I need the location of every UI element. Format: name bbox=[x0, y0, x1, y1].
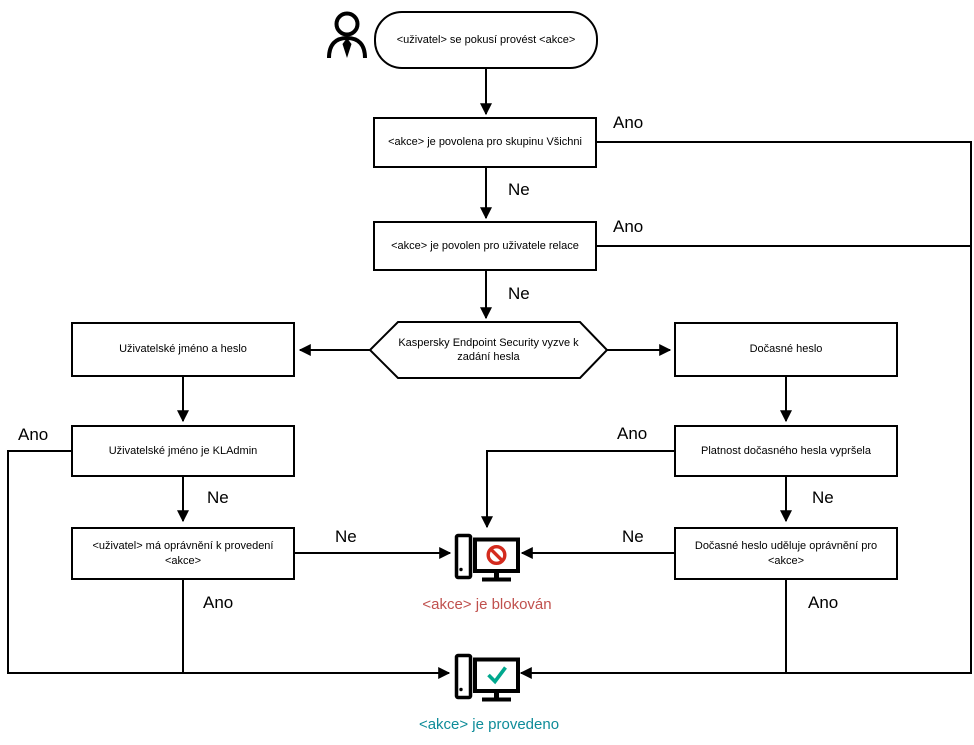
label-yes-kladmin: Ano bbox=[18, 425, 49, 444]
node-temp-password-expired: Platnost dočasného hesla vypršela bbox=[674, 425, 898, 477]
computer-check-icon bbox=[454, 653, 520, 702]
node-temporary-password: Dočasné heslo bbox=[674, 322, 898, 377]
start-terminator-shape bbox=[374, 11, 598, 69]
label-no-grants: Ne bbox=[622, 527, 644, 546]
label-no-allowed-group: Ne bbox=[508, 180, 530, 199]
label-no-allowed-session: Ne bbox=[508, 284, 530, 303]
computer-blocked-icon bbox=[454, 533, 520, 582]
label-yes-allowed-group: Ano bbox=[613, 113, 644, 132]
label-no-expired: Ne bbox=[812, 488, 834, 507]
connector-expired-yes bbox=[481, 450, 674, 529]
node-user-has-permission: <uživatel> má oprávnění k provedení <akc… bbox=[71, 527, 295, 580]
node-allowed-group: <akce> je povolena pro skupinu Všichni bbox=[373, 117, 597, 168]
label-yes-allowed-session: Ano bbox=[613, 217, 644, 236]
label-no-kladmin: Ne bbox=[207, 488, 229, 507]
node-username-password: Uživatelské jméno a heslo bbox=[71, 322, 295, 377]
prohibition-symbol bbox=[486, 545, 507, 566]
label-yes-expired: Ano bbox=[617, 424, 648, 443]
password-prompt-hexagon bbox=[368, 321, 609, 379]
label-no-permission: Ne bbox=[335, 527, 357, 546]
status-action-performed: <akce> je provedeno bbox=[418, 716, 560, 733]
connector-allowed-group-yes-rail bbox=[519, 141, 972, 679]
status-action-blocked: <akce> je blokován bbox=[422, 596, 552, 613]
connector-kladmin-yes-rail bbox=[7, 450, 451, 679]
user-icon bbox=[327, 11, 367, 59]
label-yes-permission: Ano bbox=[203, 593, 234, 612]
label-yes-grants: Ano bbox=[808, 593, 839, 612]
node-temp-password-grants: Dočasné heslo uděluje oprávnění pro <akc… bbox=[674, 527, 898, 580]
node-username-is-kladmin: Uživatelské jméno je KLAdmin bbox=[71, 425, 295, 477]
check-symbol bbox=[487, 666, 507, 685]
node-password-prompt: Kaspersky Endpoint Security vyzve k zadá… bbox=[398, 336, 579, 363]
node-start: <uživatel> se pokusí provést <akce> bbox=[396, 33, 576, 46]
node-allowed-session: <akce> je povolen pro uživatele relace bbox=[373, 221, 597, 271]
